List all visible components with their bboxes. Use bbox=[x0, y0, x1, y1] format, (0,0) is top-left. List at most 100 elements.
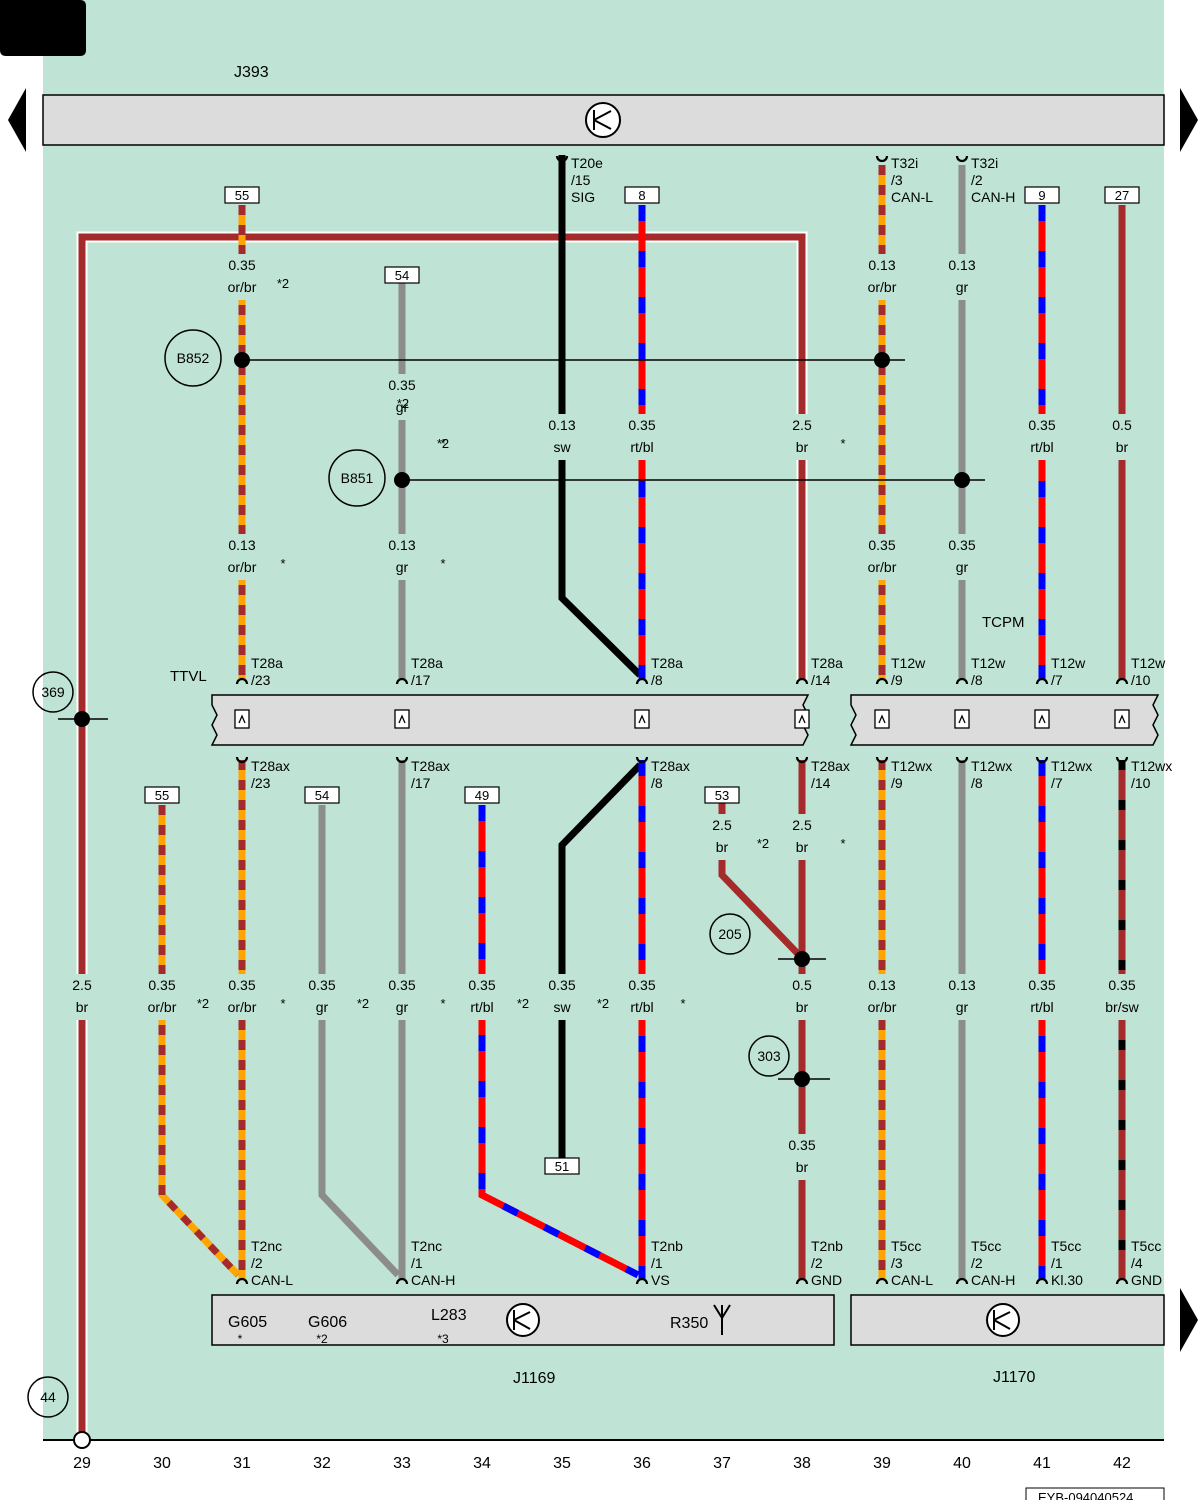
junction-dot bbox=[234, 352, 250, 368]
wire-label: 2.5br*2 bbox=[700, 814, 769, 860]
pin-contact-icon bbox=[1115, 756, 1129, 764]
reference-box: 27 bbox=[1104, 186, 1140, 204]
pin-number: /9 bbox=[891, 775, 903, 791]
reference-circle-44: 44 bbox=[27, 1376, 69, 1418]
connector-label-tcpm: TCPM bbox=[982, 614, 1025, 631]
pin-symbol-icon bbox=[794, 709, 810, 729]
wire-color: or/br bbox=[228, 279, 257, 295]
pin-label: T28a/8 bbox=[651, 655, 683, 688]
pin-signal: CAN-L bbox=[891, 189, 933, 205]
pin-name: T28a bbox=[411, 655, 443, 671]
component-note-g606: *2 bbox=[316, 1332, 328, 1346]
junction-dot bbox=[394, 472, 410, 488]
pin-number: /3 bbox=[891, 172, 903, 188]
pin-contact-icon bbox=[955, 756, 969, 764]
connector-block-tcpm bbox=[849, 694, 1160, 746]
component-note-l283: *3 bbox=[437, 1332, 449, 1346]
pin-number: /14 bbox=[811, 775, 831, 791]
pin-number: /23 bbox=[251, 672, 271, 688]
reference-box-label: 55 bbox=[235, 188, 249, 203]
pin-number: /14 bbox=[811, 672, 831, 688]
component-label-j1170: J1170 bbox=[993, 1369, 1036, 1386]
junction-dot bbox=[874, 352, 890, 368]
previous-page-arrow-icon[interactable] bbox=[8, 88, 26, 152]
pin-signal: CAN-H bbox=[971, 1272, 1015, 1288]
column-number: 38 bbox=[793, 1455, 811, 1472]
wire-color: br bbox=[76, 999, 89, 1015]
pin-label: T12w/7 bbox=[1051, 655, 1086, 688]
next-page-arrow-icon[interactable] bbox=[1180, 88, 1198, 152]
wire-size: 0.5 bbox=[792, 977, 812, 993]
pin-contact-icon bbox=[875, 1277, 889, 1285]
pin-label: T2nb/1VS bbox=[651, 1238, 683, 1288]
wire-size: 2.5 bbox=[792, 417, 812, 433]
pin-symbol-icon bbox=[234, 709, 250, 729]
wire-color: gr bbox=[956, 279, 969, 295]
pin-contact-icon bbox=[395, 756, 409, 764]
reference-box: 53 bbox=[704, 786, 740, 804]
wire-labels: 0.35or/br*20.35gr*20.13sw*20.35rt/bl*2.5… bbox=[60, 254, 1144, 1180]
wire-size: 2.5 bbox=[712, 817, 732, 833]
pin-name: T5cc bbox=[971, 1238, 1001, 1254]
pin-name: T2nb bbox=[651, 1238, 683, 1254]
wire-size: 0.35 bbox=[948, 537, 975, 553]
wire-size: 0.35 bbox=[1028, 977, 1055, 993]
pin-contact-icon bbox=[635, 677, 649, 685]
wire-note: *2 bbox=[357, 996, 369, 1011]
pin-number: /4 bbox=[1131, 1255, 1143, 1271]
pin-signal: CAN-L bbox=[891, 1272, 933, 1288]
pin-name: T28a bbox=[811, 655, 843, 671]
connector-block-ttvl bbox=[210, 694, 810, 746]
pin-number: /10 bbox=[1131, 775, 1151, 791]
pin-contact-icon bbox=[875, 756, 889, 764]
reference-box: 9 bbox=[1024, 186, 1060, 204]
reference-box-label: 8 bbox=[638, 188, 645, 203]
pin-name: T12w bbox=[891, 655, 926, 671]
reference-box: 51 bbox=[544, 1157, 580, 1175]
pin-name: T28ax bbox=[651, 758, 690, 774]
pin-label: T28ax/14 bbox=[811, 758, 850, 791]
reference-box-label: 49 bbox=[475, 788, 489, 803]
reference-box-label: 54 bbox=[395, 268, 409, 283]
pin-contact-icon bbox=[555, 155, 569, 163]
pin-symbol-icon bbox=[954, 709, 970, 729]
pin-name: T5cc bbox=[1051, 1238, 1081, 1254]
pin-number: /2 bbox=[811, 1255, 823, 1271]
wire-size: 0.35 bbox=[468, 977, 495, 993]
pin-contact-icon bbox=[395, 677, 409, 685]
pin-name: T28ax bbox=[411, 758, 450, 774]
svg-text:303: 303 bbox=[757, 1048, 781, 1064]
wire-color: or/br bbox=[228, 999, 257, 1015]
pin-contact-icon bbox=[795, 1277, 809, 1285]
svg-text:369: 369 bbox=[41, 684, 65, 700]
continue-page-arrow-icon[interactable] bbox=[1180, 1288, 1198, 1352]
wire-size: 0.35 bbox=[1108, 977, 1135, 993]
reference-box-label: 51 bbox=[555, 1159, 569, 1174]
pin-label: T28ax/8 bbox=[651, 758, 690, 791]
wire-size: 0.35 bbox=[548, 977, 575, 993]
pin-contact-icon bbox=[955, 155, 969, 163]
wire-color: or/br bbox=[228, 559, 257, 575]
svg-text:205: 205 bbox=[718, 926, 742, 942]
wire-note: *2 bbox=[197, 996, 209, 1011]
pin-name: T2nb bbox=[811, 1238, 843, 1254]
wire-gr-32 bbox=[318, 805, 401, 1278]
wire-color: or/br bbox=[868, 279, 897, 295]
pin-label: T12wx/8 bbox=[971, 758, 1012, 791]
pin-contact-icon bbox=[1035, 1277, 1049, 1285]
wire-color: br bbox=[796, 1159, 809, 1175]
wire-color: gr bbox=[956, 999, 969, 1015]
